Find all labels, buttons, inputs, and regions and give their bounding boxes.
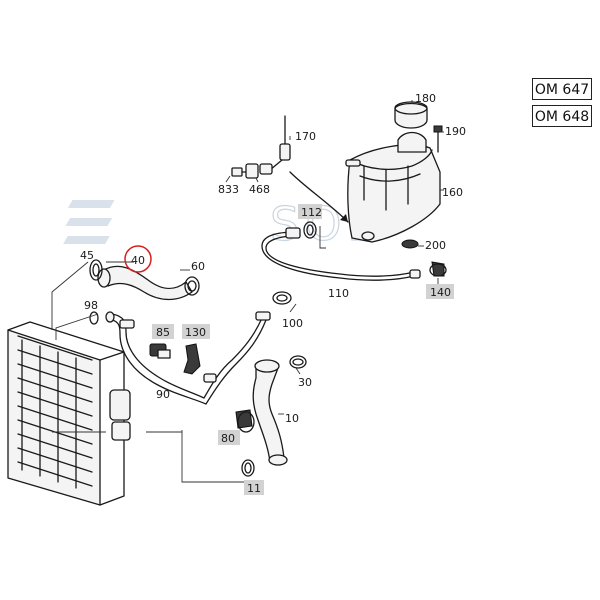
watermark: SOL [63, 196, 374, 252]
engine-variant-label: OM 647 [532, 78, 592, 100]
callouts: 180 190 170 160 833 468 112 200 45 40 60… [80, 92, 466, 495]
tank-cap-180 [394, 101, 428, 129]
o-ring-11 [241, 459, 255, 477]
callout-40: 40 [131, 254, 145, 267]
callout-833: 833 [218, 183, 239, 196]
callout-100: 100 [282, 317, 303, 330]
callout-110: 110 [328, 287, 349, 300]
hose-clamp-80 [235, 409, 255, 433]
highlight-circle [124, 245, 152, 273]
leader-lines [51, 100, 444, 483]
vent-line-110 [261, 227, 421, 281]
engine-variant-label: OM 648 [532, 105, 592, 127]
hose-clamp-100 [272, 291, 292, 305]
grommet-200 [401, 239, 419, 249]
connector-468 [245, 163, 259, 179]
callout-112: 112 [301, 206, 322, 219]
callout-45: 45 [80, 249, 94, 262]
callout-98: 98 [84, 299, 98, 312]
callout-60: 60 [191, 260, 205, 273]
callout-11-box [244, 480, 264, 495]
callout-30: 30 [298, 376, 312, 389]
o-ring-98 [89, 311, 99, 325]
callout-180: 180 [415, 92, 436, 105]
sensor-85 [149, 343, 171, 359]
callout-468: 468 [249, 183, 270, 196]
callout-112-box [298, 204, 322, 219]
bolt-190 [433, 125, 443, 153]
bracket-130 [183, 343, 201, 375]
bleed-pipe-90 [105, 311, 271, 405]
callout-10: 10 [285, 412, 299, 425]
temperature-sensor-170 [259, 115, 291, 175]
callout-80: 80 [221, 432, 235, 445]
callout-80-box [218, 430, 240, 445]
callout-140: 140 [430, 286, 451, 299]
clip-140 [429, 261, 447, 277]
hose-clamp-45 [89, 259, 103, 281]
hose-clamp-30 [289, 355, 307, 369]
lower-radiator-hose [252, 359, 288, 466]
callout-190: 190 [445, 125, 466, 138]
callout-130-box [182, 324, 210, 339]
callout-11: 11 [247, 482, 261, 495]
callout-85-box [152, 324, 174, 339]
radiator [7, 321, 131, 506]
callout-130: 130 [185, 326, 206, 339]
callout-160: 160 [442, 186, 463, 199]
o-ring-112 [303, 221, 317, 239]
callout-200: 200 [425, 239, 446, 252]
callout-90: 90 [156, 388, 170, 401]
hose-clamp-60 [184, 276, 200, 296]
callout-85: 85 [156, 326, 170, 339]
assembly-arrow-head [340, 214, 348, 222]
expansion-tank [345, 131, 441, 243]
assembly-arrow [289, 171, 349, 223]
upper-radiator-hose [97, 265, 193, 301]
callout-170: 170 [295, 130, 316, 143]
callout-140-box [426, 284, 454, 299]
